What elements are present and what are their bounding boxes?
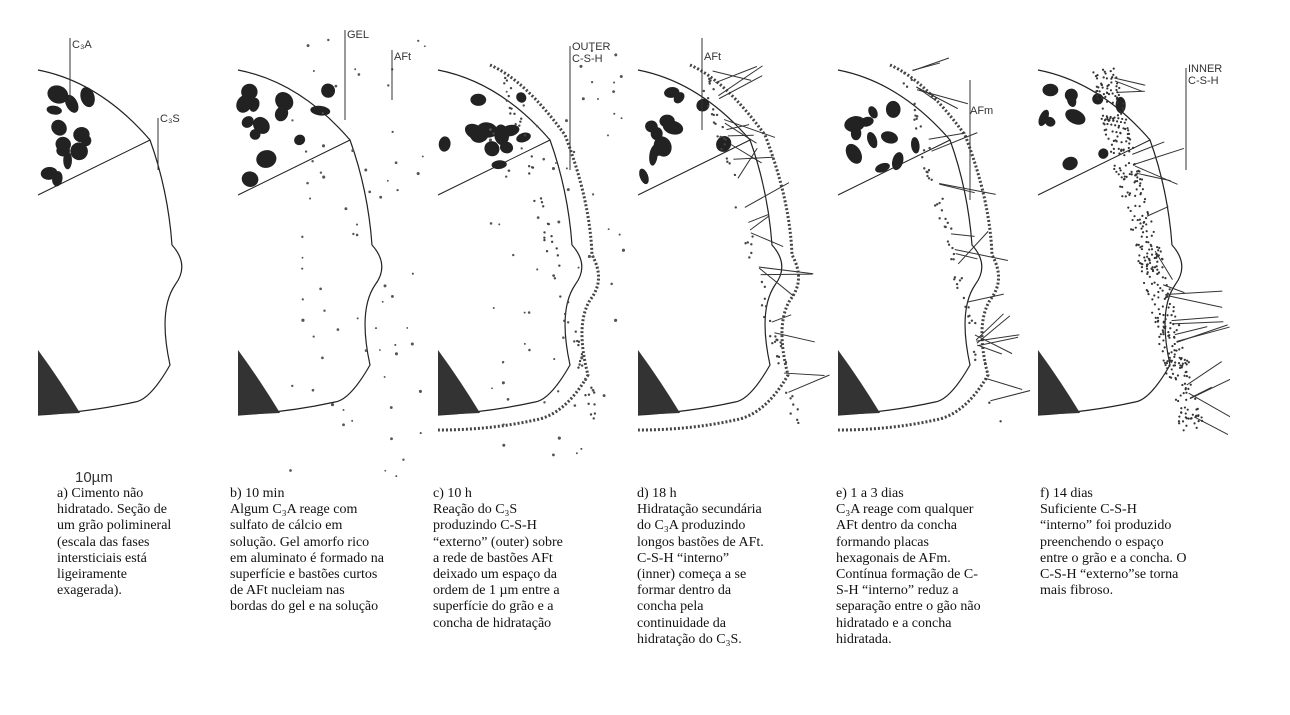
- caption-line: “interno” foi produzido: [1040, 518, 1187, 534]
- caption-line: separação entre o gão não: [836, 599, 981, 615]
- caption-line: do C₃A produzindo: [637, 518, 764, 534]
- caption-line: c) 10 h: [433, 486, 563, 502]
- caption-line: S-H “interno” reduz a: [836, 583, 981, 599]
- caption-line: intersticiais está: [57, 551, 171, 567]
- caption-line: bordas do gel e na solução: [230, 599, 384, 615]
- panel-b-label-1: GEL: [347, 29, 369, 41]
- caption-b: b) 10 min Algum C₃A reage com sulfato de…: [230, 486, 384, 616]
- panel-c-drawing: OUTER C-S-H: [430, 20, 630, 490]
- caption-line: entre o grão e a concha. O: [1040, 551, 1187, 567]
- caption-line: hexagonais de AFm.: [836, 551, 981, 567]
- panel-e-drawing: AFm: [830, 20, 1030, 490]
- caption-line: e) 1 a 3 dias: [836, 486, 981, 502]
- caption-line: superfície e bastões curtos: [230, 567, 384, 583]
- caption-line: formar dentro da: [637, 583, 764, 599]
- caption-line: exagerada).: [57, 583, 171, 599]
- panel-f-label-2: C-S-H: [1188, 75, 1219, 87]
- caption-line: de AFt nucleiam nas: [230, 583, 384, 599]
- caption-line: ordem de 1 µm entre a: [433, 583, 563, 599]
- panel-e-grain: [838, 70, 982, 415]
- caption-line: mais fibroso.: [1040, 583, 1187, 599]
- caption-line: b) 10 min: [230, 486, 384, 502]
- caption-line: Contínua formação de C-: [836, 567, 981, 583]
- caption-line: continuidade da: [637, 616, 764, 632]
- caption-line: f) 14 dias: [1040, 486, 1187, 502]
- panel-e-label-1: AFm: [970, 105, 993, 117]
- caption-line: concha pela: [637, 599, 764, 615]
- panel-d-grain: [637, 70, 782, 415]
- caption-line: C-S-H “interno”: [637, 551, 764, 567]
- caption-d: d) 18 h Hidratação secundária do C₃A pro…: [637, 486, 764, 648]
- caption-line: hidratada.: [836, 632, 981, 648]
- caption-line: Algum C₃A reage com: [230, 502, 384, 518]
- caption-line: em aluminato é formado na: [230, 551, 384, 567]
- caption-line: (inner) começa a se: [637, 567, 764, 583]
- caption-e: e) 1 a 3 dias C₃A reage com qualquer AFt…: [836, 486, 981, 648]
- panel-d-label-1: AFt: [704, 51, 721, 63]
- caption-f: f) 14 dias Suficiente C-S-H “interno” fo…: [1040, 486, 1187, 599]
- caption-line: “externo” (outer) sobre: [433, 535, 563, 551]
- caption-line: formando placas: [836, 535, 981, 551]
- panel-d-drawing: AFt: [630, 20, 830, 490]
- panel-a-label-2: C₃S: [160, 113, 180, 125]
- panel-f-label-1: INNER: [1188, 63, 1222, 75]
- panel-b-grain: [233, 70, 382, 415]
- caption-line: sulfato de cálcio em: [230, 518, 384, 534]
- caption-a: a) Cimento não hidratado. Seção de um gr…: [57, 486, 171, 599]
- caption-line: longos bastões de AFt.: [637, 535, 764, 551]
- caption-line: hidratado. Seção de: [57, 502, 171, 518]
- caption-line: solução. Gel amorfo rico: [230, 535, 384, 551]
- caption-line: hidratação do C₃S.: [637, 632, 764, 648]
- panel-b-drawing: GEL AFt: [230, 20, 430, 490]
- caption-line: Hidratação secundária: [637, 502, 764, 518]
- panel-c-label-2: C-S-H: [572, 53, 603, 65]
- caption-line: Suficiente C-S-H: [1040, 502, 1187, 518]
- panel-a-drawing: C₃A C₃S 10µm: [30, 20, 230, 490]
- caption-line: preenchendo o espaço: [1040, 535, 1187, 551]
- caption-line: a) Cimento não: [57, 486, 171, 502]
- caption-line: (escala das fases: [57, 535, 171, 551]
- panel-c-label-1: OUTER: [572, 41, 611, 53]
- caption-line: ligeiramente: [57, 567, 171, 583]
- panel-b-label-2: AFt: [394, 51, 411, 63]
- caption-line: hidratado e a concha: [836, 616, 981, 632]
- panel-f-drawing: INNER C-S-H: [1030, 20, 1230, 490]
- caption-line: AFt dentro da concha: [836, 518, 981, 534]
- caption-line: Reação do C₃S: [433, 502, 563, 518]
- caption-line: concha de hidratação: [433, 616, 563, 632]
- caption-line: a rede de bastões AFt: [433, 551, 563, 567]
- caption-c: c) 10 h Reação do C₃S produzindo C-S-H “…: [433, 486, 563, 632]
- panel-a-label-1: C₃A: [72, 39, 92, 51]
- caption-line: C-S-H “externo”se torna: [1040, 567, 1187, 583]
- caption-line: superfície do grão e a: [433, 599, 563, 615]
- caption-line: C₃A reage com qualquer: [836, 502, 981, 518]
- scale-bar-label: 10µm: [75, 469, 113, 486]
- caption-line: um grão polimineral: [57, 518, 171, 534]
- caption-line: deixado um espaço da: [433, 567, 563, 583]
- caption-line: d) 18 h: [637, 486, 764, 502]
- panel-c-grain: [438, 70, 582, 415]
- caption-line: produzindo C-S-H: [433, 518, 563, 534]
